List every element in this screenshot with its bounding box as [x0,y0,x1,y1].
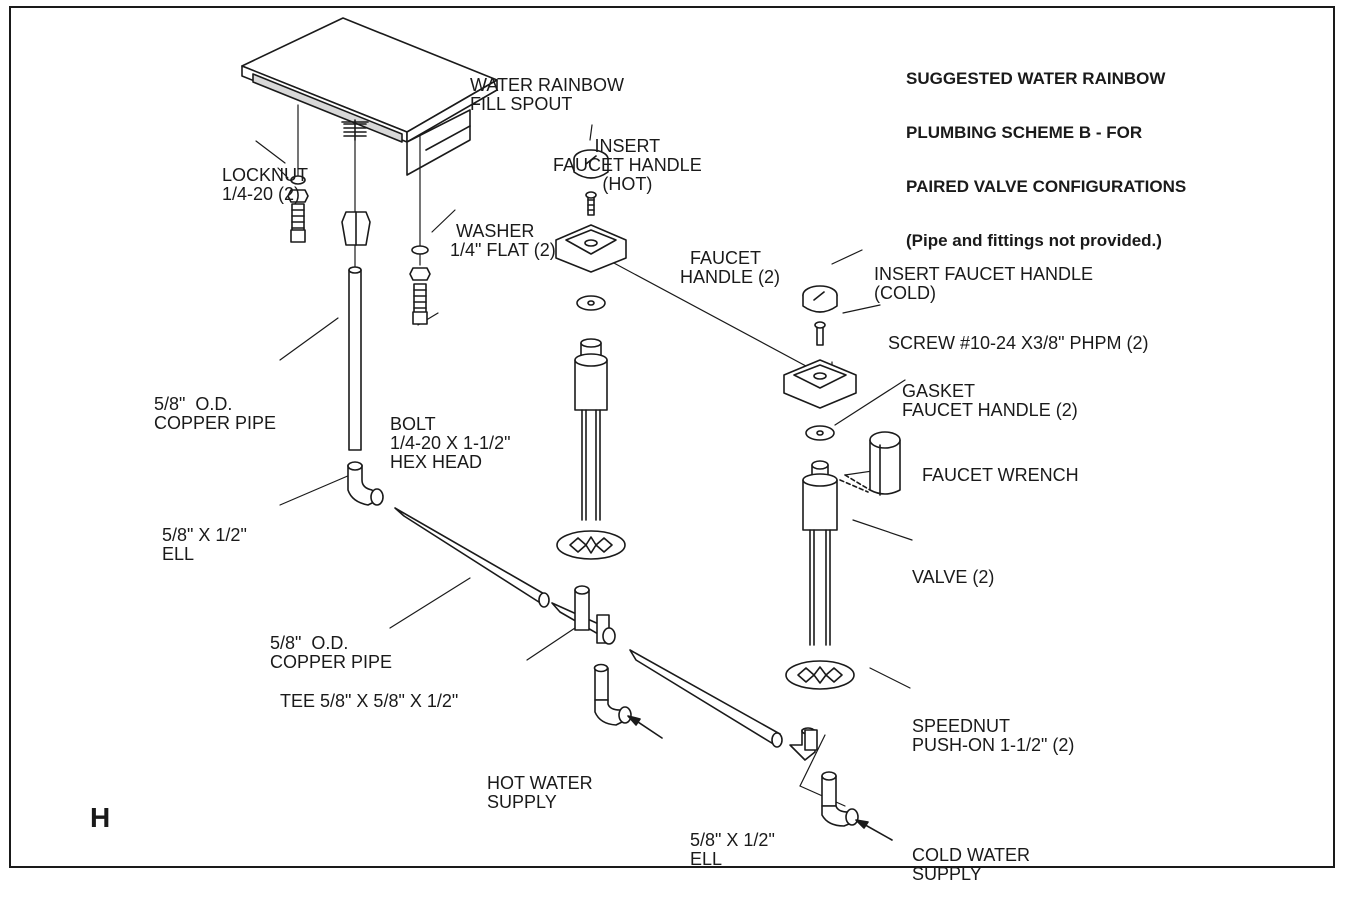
compression-nut-part [341,211,371,246]
label-line: (HOT) [602,174,653,194]
title-line-3: PAIRED VALVE CONFIGURATIONS [906,177,1187,196]
label-line: SUPPLY [912,864,982,884]
label-line: HEX HEAD [390,452,483,472]
label-line: FAUCET WRENCH [922,465,1079,485]
label-line: 5/8" X 1/2" [162,525,247,545]
label-line: COPPER PIPE [270,652,393,672]
label-line: GASKET [902,381,976,401]
label-line: 1/4-20 X 1-1/2" [390,433,511,453]
hot-valve-part [555,149,627,560]
label-line: LOCKNUT [222,165,309,185]
title-line-4: (Pipe and fittings not provided.) [906,231,1162,250]
label-line: SCREW #10-24 X3/8" PHPM (2) [888,333,1149,353]
diagram-title: SUGGESTED WATER RAINBOW PLUMBING SCHEME … [906,34,1186,268]
label-line: FAUCET HANDLE [553,155,702,175]
label-insert-cold: INSERT FAUCET HANDLE(COLD) [874,227,1093,322]
copper-pipe-diagonal-2 [629,649,783,748]
label-line: ELL [162,544,195,564]
label-line: VALVE (2) [912,567,995,587]
figure-letter: H [90,802,111,833]
label-line: PUSH-ON 1-1/2" (2) [912,735,1075,755]
label-screw: SCREW #10-24 X3/8" PHPM (2) [888,296,1148,372]
label-line: INSERT FAUCET HANDLE [874,264,1094,284]
label-line: WASHER [456,221,535,241]
diagram-frame [9,6,1335,868]
label-copper-pipe-upper: 5/8" O.D.COPPER PIPE [154,357,276,452]
locknut-left-part [287,175,309,243]
label-line: HOT WATER [487,773,593,793]
label-line: SUPPLY [487,792,557,812]
tee-part [551,585,616,645]
hot-supply-arrow [627,715,663,739]
plumbing-diagram [241,17,913,841]
label-line: FAUCET [690,248,762,268]
title-line-2: PLUMBING SCHEME B - FOR [906,123,1143,142]
label-line: 5/8" O.D. [154,394,233,414]
ell-right-part [789,727,818,761]
label-copper-pipe-lower: 5/8" O.D.COPPER PIPE [270,596,392,691]
label-faucet-wrench: FAUCET WRENCH [922,428,1079,504]
label-valve: VALVE (2) [912,530,994,606]
label-ell-right: 5/8" X 1/2"ELL [690,793,775,888]
label-line: FAUCET HANDLE (2) [902,400,1078,420]
cold-supply-arrow [855,819,893,841]
label-line: TEE 5/8" X 5/8" X 1/2" [280,691,459,711]
copper-pipe-vertical [348,266,362,451]
label-line: BOLT [390,414,436,434]
label-line: HANDLE (2) [680,267,781,287]
cold-valve-part [783,285,857,690]
label-tee: TEE 5/8" X 5/8" X 1/2" [280,654,458,730]
label-line: ELL [690,849,723,869]
label-line: 1/4-20 (2) [222,184,301,204]
label-line: COLD WATER [912,845,1031,865]
ell-left-part [347,461,384,506]
label-line: WATER RAINBOW [470,75,624,95]
label-line: 1/4" FLAT (2) [450,240,556,260]
label-line: 5/8" O.D. [270,633,349,653]
title-line-1: SUGGESTED WATER RAINBOW [906,69,1166,88]
cold-supply-ell-part [821,771,859,827]
bolt-right-part [409,245,431,325]
copper-pipe-diagonal-1 [394,507,550,608]
label-ell-left: 5/8" X 1/2"ELL [162,488,247,583]
label-line: (COLD) [874,283,936,303]
label-line: INSERT [594,136,661,156]
fill-spout-part [241,17,498,176]
hot-supply-ell-part [593,663,632,726]
faucet-wrench-part [839,431,901,496]
label-line: 5/8" X 1/2" [690,830,775,850]
label-line: COPPER PIPE [154,413,277,433]
label-line: SPEEDNUT [912,716,1011,736]
label-line: FILL SPOUT [470,94,573,114]
